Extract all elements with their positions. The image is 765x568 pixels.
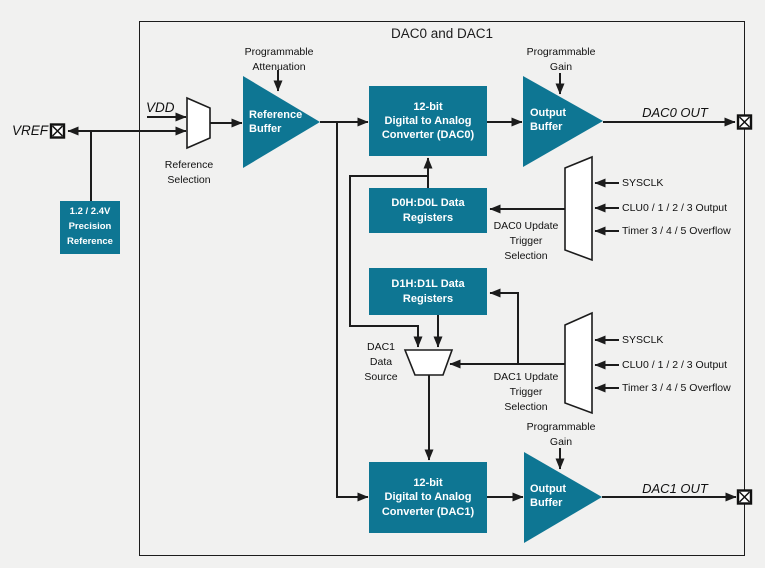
signal-wires	[67, 70, 737, 502]
reference-buffer-amp	[243, 76, 320, 168]
output-buffer-dac0-amp	[523, 76, 603, 167]
dac1-trigger-mux	[564, 311, 593, 415]
dac1-trigger-input-sysclk: SYSCLK	[622, 334, 664, 346]
d0-data-registers-block: D0H:D0L Data Registers	[369, 188, 487, 233]
dac1-out-pin-icon	[736, 489, 753, 505]
programmable-attenuation-label: Programmable Attenuation	[244, 46, 314, 74]
reference-selection-label: Reference Selection	[164, 159, 214, 187]
dac0-trigger-input-timer: Timer 3 / 4 / 5 Overflow	[622, 225, 731, 237]
dac1-out-label: DAC1 OUT	[642, 481, 708, 496]
vref-pin-icon	[49, 123, 66, 139]
output-buffer-dac0-label: Output Buffer	[530, 107, 567, 133]
dac0-trigger-input-sysclk: SYSCLK	[622, 177, 664, 189]
dac0-update-trigger-label: DAC0 Update Trigger Selection	[493, 220, 559, 263]
dac1-data-source-mux	[403, 349, 454, 376]
pin-symbols	[49, 114, 753, 505]
dac1-update-trigger-label: DAC1 Update Trigger Selection	[493, 371, 559, 414]
dac0-trigger-mux	[564, 155, 593, 262]
reference-buffer-label: Reference Buffer	[249, 109, 303, 135]
d1-data-registers-block: D1H:D1L Data Registers	[369, 268, 487, 315]
dac1-trigger-input-timer: Timer 3 / 4 / 5 Overflow	[622, 382, 731, 394]
dac0-out-label: DAC0 OUT	[642, 105, 708, 120]
vdd-rail-label: VDD	[146, 100, 175, 115]
programmable-gain-dac0-label: Programmable Gain	[526, 46, 596, 74]
output-buffer-dac1-amp	[524, 452, 602, 543]
dac1-converter-block: 12-bit Digital to Analog Converter (DAC1…	[369, 462, 487, 533]
output-buffer-dac1-label: Output Buffer	[530, 483, 567, 509]
programmable-gain-dac1-label: Programmable Gain	[526, 421, 596, 449]
dac1-trigger-input-clu: CLU0 / 1 / 2 / 3 Output	[622, 359, 728, 371]
reference-selection-mux	[186, 96, 211, 150]
vref-pin-label: VREF	[12, 123, 49, 138]
dac0-trigger-input-clu: CLU0 / 1 / 2 / 3 Output	[622, 202, 728, 214]
dac0-converter-block: 12-bit Digital to Analog Converter (DAC0…	[369, 86, 487, 156]
dac0-out-pin-icon	[736, 114, 753, 130]
module-boundary-box	[139, 21, 745, 556]
dac1-data-source-label: DAC1 Data Source	[364, 341, 398, 384]
precision-reference-block: 1.2 / 2.4V Precision Reference	[60, 201, 120, 254]
diagram-title: DAC0 and DAC1	[390, 26, 494, 41]
